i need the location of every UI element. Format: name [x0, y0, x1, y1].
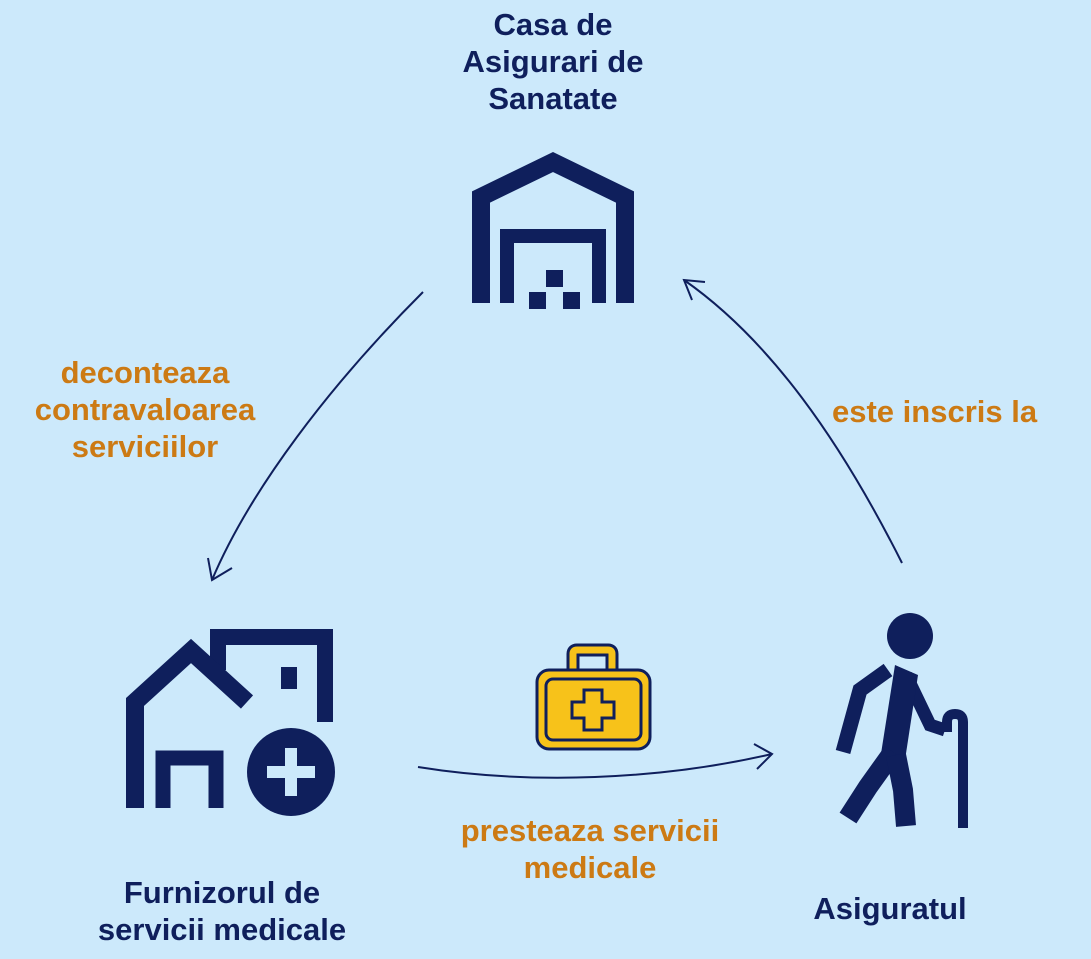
provides-label: presteaza servicii medicale — [423, 812, 757, 886]
first-aid-kit-icon — [535, 643, 652, 751]
arrow-enrolled-in — [682, 278, 903, 564]
elderly-person-with-cane-icon — [835, 613, 968, 828]
insurance-house-label: Casa de Asigurari de Sanatate — [453, 6, 653, 117]
provides-label-line-1: presteaza servicii — [460, 813, 720, 848]
reimburses-label-line-1: deconteaza — [60, 355, 230, 390]
insured-label-line-1: Asiguratul — [813, 891, 967, 926]
provider-label-line-1: Furnizorul de — [123, 875, 321, 910]
arrow-provides — [417, 743, 774, 779]
warehouse-icon — [472, 151, 634, 309]
insurance-house-label-line-2: Asigurari de — [462, 44, 644, 79]
provider-label: Furnizorul de servicii medicale — [82, 874, 362, 948]
provider-label-line-2: servicii medicale — [97, 912, 347, 947]
enrolled-in-label: este inscris la — [832, 393, 1091, 430]
insurance-house-label-line-3: Sanatate — [488, 81, 618, 116]
reimburses-label: deconteaza contravaloarea serviciilor — [10, 354, 280, 465]
enrolled-in-label-line-1: este inscris la — [832, 394, 1038, 429]
reimburses-label-line-2: contravaloarea — [34, 392, 256, 427]
insurance-house-label-line-1: Casa de — [493, 7, 613, 42]
insured-label: Asiguratul — [795, 890, 985, 927]
arrow-reimburses — [207, 291, 424, 582]
reimburses-label-line-3: serviciilor — [71, 429, 219, 464]
clinic-plus-icon — [126, 629, 343, 824]
provides-label-line-2: medicale — [523, 850, 657, 885]
